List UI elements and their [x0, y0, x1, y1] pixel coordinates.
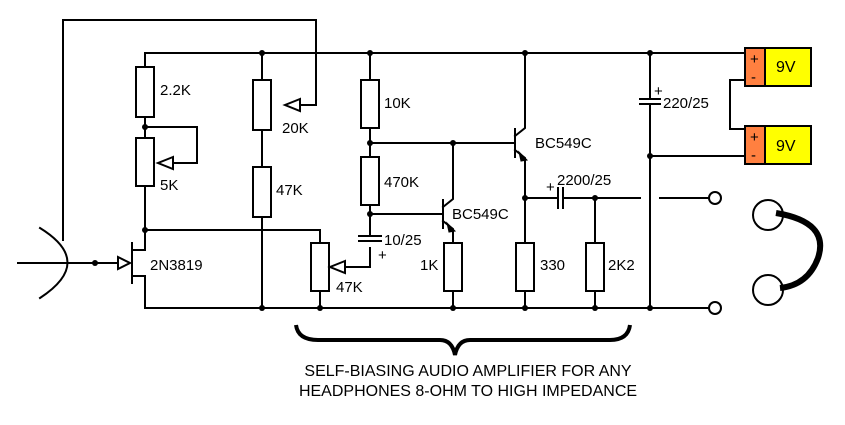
junction-dot [259, 305, 265, 311]
junction-dot [647, 305, 653, 311]
junction-dot [522, 50, 528, 56]
battery-top-plus: + [750, 51, 759, 68]
battery-bottom-plus: + [750, 129, 759, 146]
battery-bottom-minus: - [751, 147, 756, 164]
drain-to-pot-wire [144, 229, 321, 244]
junction-dot [450, 305, 456, 311]
earpiece-bottom [752, 274, 784, 306]
output-terminal-top [708, 191, 722, 205]
caption-line-2: HEADPHONES 8-OHM TO HIGH IMPEDANCE [299, 383, 637, 400]
resistor-330 [515, 242, 535, 292]
junction-dot [450, 140, 456, 146]
jfet-label: 2N3819 [150, 257, 203, 274]
pot-47k-label: 47K [336, 279, 363, 296]
battery-bottom-body [764, 125, 812, 165]
q1-collector [441, 142, 454, 209]
jfet-source [131, 275, 146, 309]
battery-top-minus: - [751, 69, 756, 86]
resistor-47k-label: 47K [276, 182, 303, 199]
cap-supply-label: 220/25 [663, 95, 709, 112]
junction-dot [592, 305, 598, 311]
grouping-brace [294, 324, 632, 356]
battery-bottom-label: 9V [776, 138, 796, 155]
resistor-10k-label: 10K [384, 95, 411, 112]
pot-5k-wiper [155, 155, 174, 171]
pot-20k-label: 20K [282, 120, 309, 137]
resistor-330-label: 330 [540, 257, 565, 274]
q2-collector [513, 52, 526, 138]
wiper-to-cap-wire [344, 247, 371, 268]
feedback-wire [62, 19, 317, 241]
caption-line-1: SELF-BIASING AUDIO AMPLIFIER FOR ANY [304, 363, 632, 380]
pot-47k-wiper [327, 259, 346, 275]
pot-5k-label: 5K [160, 177, 178, 194]
resistor-2k2-label: 2.2K [160, 82, 191, 99]
pot-20k [252, 79, 272, 131]
trimmer-bypass-wire [144, 126, 198, 164]
resistor-2k2 [135, 66, 155, 118]
junction-dot [522, 305, 528, 311]
q2-emitter-arrow [518, 150, 529, 162]
headband [775, 210, 824, 291]
q2-label: BC549C [535, 135, 592, 152]
headphones-icon [752, 199, 824, 306]
cap-supply-plus: + [654, 83, 663, 100]
battery-series-wire [729, 79, 749, 130]
battery-top-body [764, 47, 812, 87]
pot-20k-wiper [282, 97, 301, 113]
resistor-1k-label: 1K [420, 257, 438, 274]
cap-in-plus: + [378, 247, 387, 264]
resistor-1k [443, 242, 463, 292]
jfet-drain [131, 229, 146, 251]
q1-label: BC549C [452, 206, 509, 223]
q1-emitter-arrow [446, 221, 457, 233]
junction-dot [317, 305, 323, 311]
output-terminal-bottom [708, 301, 722, 315]
cap-in-label: 10/25 [384, 232, 422, 249]
battery-top-label: 9V [776, 59, 796, 76]
resistor-470k-label: 470K [384, 174, 419, 191]
cap-out-label: 2200/25 [557, 172, 611, 189]
junction-dot [92, 260, 98, 266]
cap-out-plus: + [546, 179, 555, 196]
resistor-10k [360, 79, 380, 129]
pot-5k [135, 137, 155, 187]
resistor-470k [360, 156, 380, 206]
pot-47k-volume [310, 242, 330, 292]
battery-bottom: + - 9V [744, 125, 812, 165]
resistor-2k2-load-label: 2K2 [608, 257, 635, 274]
resistor-2k2-load [585, 242, 605, 292]
battery-top: + - 9V [744, 47, 812, 87]
resistor-47k [252, 166, 272, 218]
jfet-gate-arrow [117, 255, 133, 271]
